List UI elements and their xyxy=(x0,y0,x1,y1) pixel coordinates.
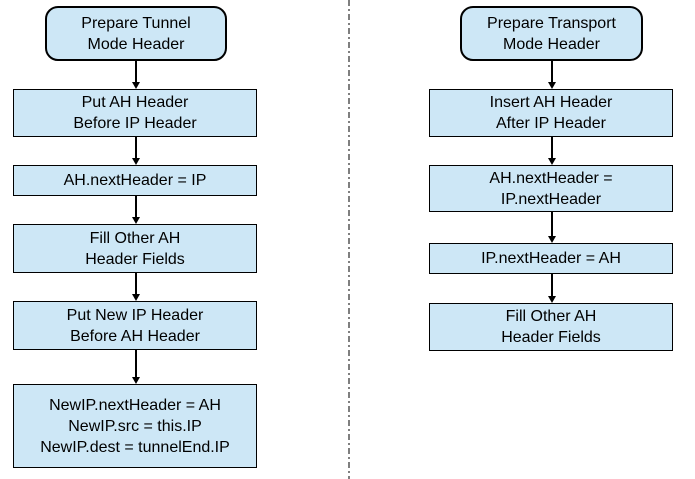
node-text-line: Before AH Header xyxy=(70,327,200,345)
arrow-head-icon xyxy=(131,294,140,301)
flow-arrow xyxy=(547,212,556,243)
arrow-stem xyxy=(550,212,553,236)
arrow-stem xyxy=(550,61,553,82)
node-text-line: AH.nextHeader = xyxy=(489,169,613,187)
arrow-head-icon xyxy=(547,82,556,89)
column-divider-dashed-line xyxy=(348,0,350,479)
arrow-stem xyxy=(134,350,137,377)
tunnel-step-fill-other-fields: Fill Other AH Header Fields xyxy=(13,224,257,273)
flow-arrow xyxy=(131,273,140,301)
flow-arrow xyxy=(131,196,140,224)
flow-arrow xyxy=(547,61,556,89)
transport-step-ip-nextheader: IP.nextHeader = AH xyxy=(429,243,673,274)
tunnel-step-ah-nextheader: AH.nextHeader = IP xyxy=(13,165,257,196)
arrow-head-icon xyxy=(547,296,556,303)
flow-arrow xyxy=(131,137,140,165)
arrow-head-icon xyxy=(547,236,556,243)
node-text-line: IP.nextHeader = AH xyxy=(481,250,621,267)
transport-step-ah-nextheader: AH.nextHeader = IP.nextHeader xyxy=(429,165,673,212)
node-text-line: Mode Header xyxy=(503,35,600,53)
arrow-stem xyxy=(134,137,137,158)
flow-arrow xyxy=(131,350,140,384)
node-text-line: Header Fields xyxy=(501,329,601,346)
node-text-line: Before IP Header xyxy=(73,115,197,132)
arrow-head-icon xyxy=(131,377,140,384)
transport-step-insert-ah-header: Insert AH Header After IP Header xyxy=(429,89,673,137)
node-text-line: Mode Header xyxy=(87,35,185,53)
arrow-stem xyxy=(550,274,553,296)
flow-arrow xyxy=(131,61,140,89)
flow-arrow xyxy=(547,137,556,165)
flow-arrow xyxy=(547,274,556,303)
tunnel-step-put-ah-header: Put AH Header Before IP Header xyxy=(13,89,257,137)
transport-step-fill-other-fields: Fill Other AH Header Fields xyxy=(429,303,673,351)
node-text-line: Prepare Transport xyxy=(487,14,616,32)
node-text-line: Put AH Header xyxy=(81,94,189,111)
transport-start-node: Prepare Transport Mode Header xyxy=(460,6,643,61)
node-text-line: Put New IP Header xyxy=(66,306,204,324)
arrow-stem xyxy=(134,196,137,217)
node-text-line: AH.nextHeader = IP xyxy=(63,172,207,189)
node-text-line: Header Fields xyxy=(85,250,185,268)
arrow-stem xyxy=(550,137,553,158)
node-text-line: Insert AH Header xyxy=(489,94,613,111)
node-text-line: Prepare Tunnel xyxy=(81,14,191,32)
arrow-head-icon xyxy=(131,217,140,224)
tunnel-start-node: Prepare Tunnel Mode Header xyxy=(45,6,227,61)
tunnel-step-newip-assignments: NewIP.nextHeader = AH NewIP.src = this.I… xyxy=(13,384,257,468)
arrow-stem xyxy=(134,61,137,82)
node-text-line: Fill Other AH xyxy=(89,229,181,247)
node-text-line: NewIP.dest = tunnelEnd.IP xyxy=(40,438,230,456)
node-text-line: After IP Header xyxy=(496,115,606,132)
arrow-head-icon xyxy=(131,82,140,89)
node-text-line: NewIP.src = this.IP xyxy=(68,417,202,435)
arrow-stem xyxy=(134,273,137,294)
node-text-line: Fill Other AH xyxy=(505,308,597,325)
arrow-head-icon xyxy=(547,158,556,165)
arrow-head-icon xyxy=(131,158,140,165)
node-text-line: NewIP.nextHeader = AH xyxy=(49,396,221,414)
tunnel-step-put-new-ip-header: Put New IP Header Before AH Header xyxy=(13,301,257,350)
node-text-line: IP.nextHeader xyxy=(500,190,602,208)
